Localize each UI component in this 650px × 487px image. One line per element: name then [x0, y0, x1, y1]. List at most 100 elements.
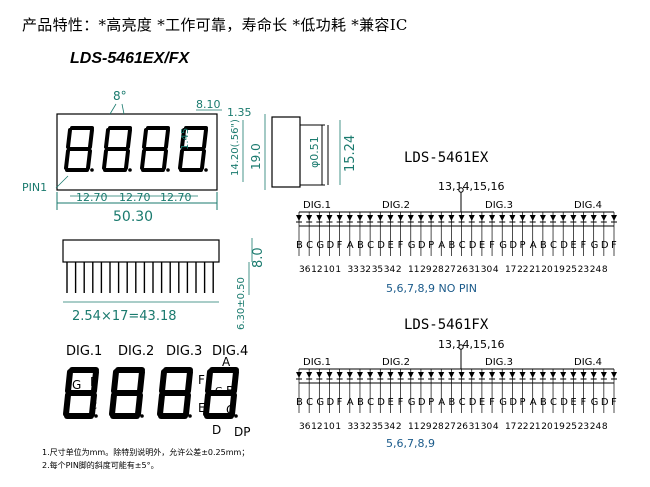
- segment-letter: E: [387, 240, 393, 251]
- segment-letter: D: [469, 240, 477, 251]
- pin1-leader: [55, 175, 69, 189]
- notes: 1.尺寸单位为mm。除特别说明外，允许公差±0.25mm； 2.每个PIN脚的斜…: [42, 446, 249, 472]
- segment-letter: C: [306, 397, 313, 408]
- seg-left-b: B: [90, 375, 98, 389]
- circuit-fx-nopin: 5,6,7,8,9: [386, 437, 435, 450]
- segment-stroke: [203, 392, 211, 417]
- segment-letter: B: [448, 397, 455, 408]
- dim-1270-b: 12.70: [119, 191, 151, 204]
- note-line-1: 1.尺寸单位为mm。除特别说明外，允许公差±0.25mm；: [42, 448, 250, 457]
- segment-stroke: [124, 149, 130, 170]
- seg-digit-1: [63, 367, 99, 419]
- pin-number: 1: [335, 265, 341, 275]
- pin-number: 11: [408, 422, 419, 432]
- segment-letter: B: [296, 240, 303, 251]
- decimal-point: [188, 414, 192, 418]
- segment-letter: D: [377, 397, 385, 408]
- segment-letter: E: [570, 397, 576, 408]
- segment-letter: D: [601, 397, 609, 408]
- circuit-ex-common: 13,14,15,16: [438, 180, 504, 193]
- pin-number: 30: [481, 422, 493, 432]
- segment-stroke: [86, 149, 92, 170]
- dim-1524: 15.24: [343, 135, 358, 172]
- pin1-label: PIN1: [22, 181, 47, 194]
- pin-number: 34: [384, 422, 396, 432]
- segment-letter: C: [459, 397, 466, 408]
- segment-letter: E: [479, 397, 485, 408]
- circuit-dig-label: DIG.4: [574, 357, 602, 368]
- seg-digit-4: [203, 367, 239, 419]
- pin-number: 12: [311, 422, 322, 432]
- segment-stroke: [200, 149, 206, 170]
- circuit-ex-title: LDS-5461EX: [404, 150, 489, 166]
- seg-left-g: G: [72, 378, 81, 392]
- segment-letter: E: [479, 240, 485, 251]
- note-line-2: 2.每个PIN脚的斜度可能有±5°。: [42, 461, 159, 470]
- segment-letter: D: [560, 397, 568, 408]
- angle-leader: [109, 103, 117, 115]
- pin-number: 20: [541, 265, 553, 275]
- circuit-dig-label: DIG.3: [485, 200, 513, 211]
- front-digit-4: [178, 126, 208, 172]
- seg-digits: [63, 367, 239, 419]
- pin-number: 26: [457, 265, 469, 275]
- pin-number: 2: [396, 422, 402, 432]
- segment-stroke: [180, 128, 186, 149]
- decimal-point: [204, 168, 208, 172]
- dim-1420: 14.20(.56"): [230, 119, 241, 176]
- pin-number: 35: [372, 265, 383, 275]
- segment-letter: C: [367, 240, 374, 251]
- seg-label-e: E: [198, 401, 206, 415]
- segment-letter: F: [337, 240, 343, 251]
- seg-dig3: DIG.3: [166, 344, 202, 359]
- segment-stroke: [89, 392, 97, 417]
- segment-letter: G: [591, 397, 599, 408]
- circuit-dig-label: DIG.3: [485, 357, 513, 368]
- segment-stroke: [202, 128, 208, 149]
- seg-digit-3: [157, 367, 193, 419]
- pin-number: 10: [323, 422, 335, 432]
- dim-80: 8.0: [251, 247, 266, 268]
- segment-letter: F: [611, 240, 617, 251]
- decimal-point: [234, 414, 238, 418]
- pin-number: 29: [420, 422, 432, 432]
- pin-number: 2: [396, 265, 402, 275]
- segment-letter: E: [387, 397, 393, 408]
- pin-number: 34: [384, 265, 396, 275]
- circuit-dig-label: DIG.1: [303, 357, 331, 368]
- segment-stroke: [109, 392, 117, 417]
- pin-number: 26: [457, 422, 469, 432]
- segment-stroke: [178, 149, 184, 170]
- circuit-fx-title: LDS-5461FX: [404, 317, 489, 333]
- segment-stroke: [140, 149, 146, 170]
- pin-number: 17: [505, 422, 516, 432]
- segment-letter: D: [326, 240, 334, 251]
- segment-letter: B: [357, 240, 364, 251]
- segment-letter: D: [601, 240, 609, 251]
- seg-dig4: DIG.4: [212, 344, 248, 359]
- pin-number: 22: [517, 265, 528, 275]
- segment-stroke: [164, 128, 170, 149]
- pin-number: 25: [566, 422, 577, 432]
- circuit-dig-label: DIG.2: [382, 200, 410, 211]
- seg-label-g: G: [215, 386, 223, 397]
- segment-letter: A: [347, 240, 354, 251]
- pin-number: 21: [529, 265, 540, 275]
- dim-190: 19.0: [249, 143, 263, 170]
- segment-letter: C: [459, 240, 466, 251]
- circuit-dig-label: DIG.4: [574, 200, 602, 211]
- front-view: 12.70 12.70 12.70 50.30 PIN1 8° 8.10 1.3…: [22, 89, 266, 225]
- side-view: φ0.51 15.24: [271, 116, 358, 188]
- pin-number: 4: [493, 265, 499, 275]
- side-body: [271, 116, 301, 188]
- pin-number: 21: [529, 422, 540, 432]
- segment-stroke: [64, 149, 70, 170]
- seg-label-dp: DP: [234, 425, 250, 439]
- segment-letter: P: [428, 240, 434, 251]
- segment-stroke: [88, 128, 94, 149]
- segment-stroke: [229, 392, 237, 417]
- pin-number: 31: [469, 422, 480, 432]
- dim-051: φ0.51: [308, 136, 321, 168]
